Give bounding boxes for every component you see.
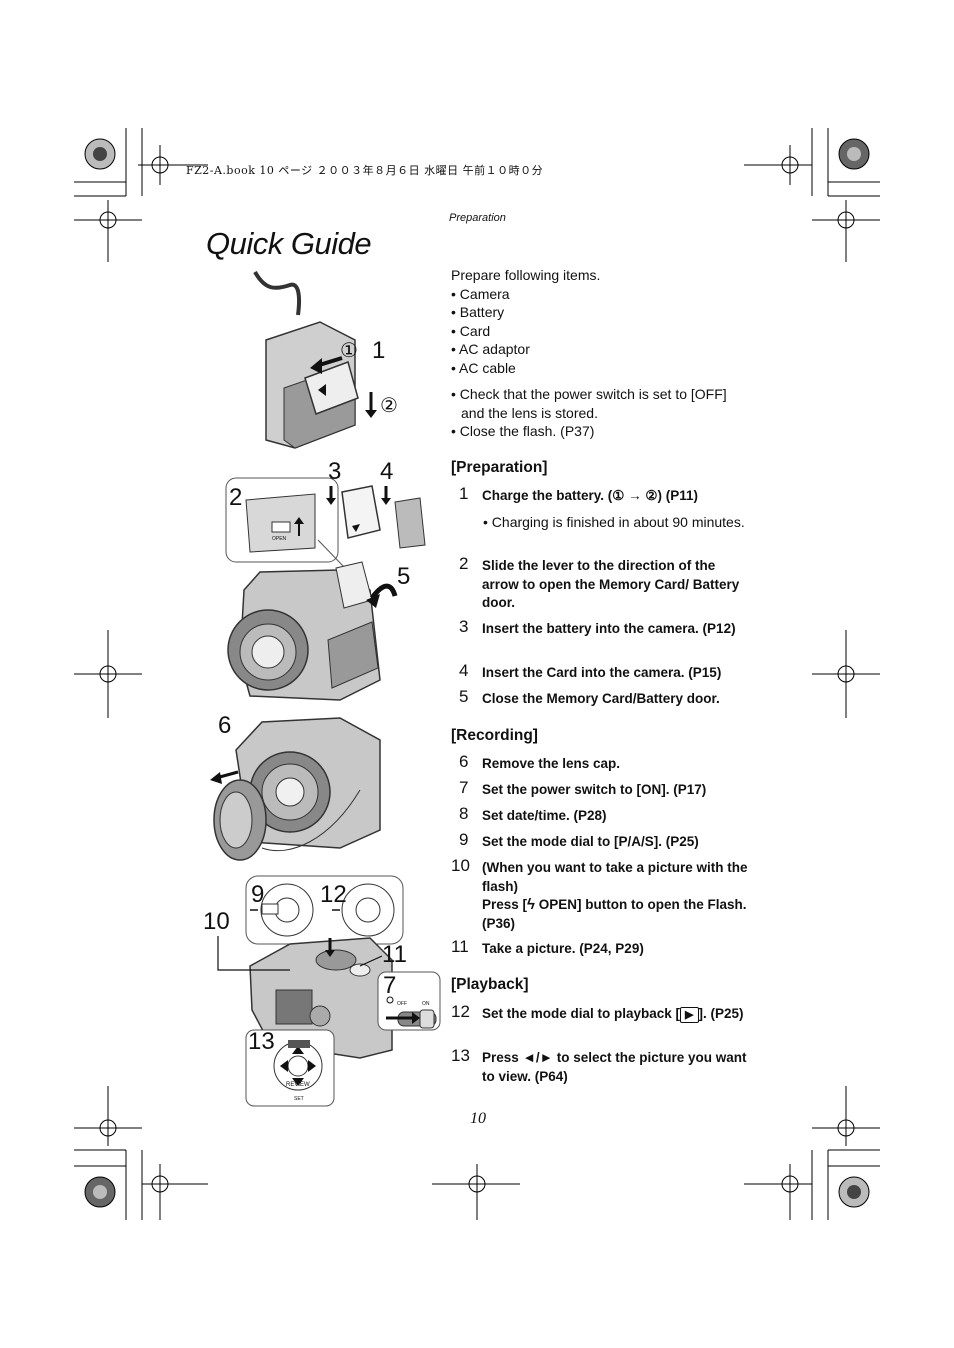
registration-mark-bl xyxy=(142,1164,208,1220)
label-12: 12 xyxy=(320,881,347,908)
label-9: 9 xyxy=(251,881,265,908)
step-number: 2 xyxy=(459,554,469,573)
page-title: Quick Guide xyxy=(206,226,372,261)
step-number: 11 xyxy=(451,937,469,956)
camera-top-illustration xyxy=(227,561,398,701)
label-5: 5 xyxy=(397,563,411,590)
step-number: 4 xyxy=(459,661,469,680)
label-6: 6 xyxy=(218,712,232,739)
on-label: ON xyxy=(422,1001,430,1007)
label-2: 2 xyxy=(229,484,243,511)
list-item: Card xyxy=(451,322,751,341)
list-item: Battery xyxy=(451,303,751,322)
page-number: 10 xyxy=(470,1110,486,1127)
step-number: 10 xyxy=(451,856,470,875)
step-text: Set the power switch to [ON]. (P17) xyxy=(482,782,707,797)
step-number: 5 xyxy=(459,687,469,706)
target-tr xyxy=(838,138,870,170)
step-number: 13 xyxy=(451,1046,470,1065)
step-text: Press ◄/► to select the picture you want… xyxy=(482,1050,747,1084)
print-header: FZ2-A.book 10 ページ ２００３年８月６日 水曜日 午前１０時０分 xyxy=(186,164,544,177)
camera-rear-illustration xyxy=(217,936,393,1059)
registration-mark-r1 xyxy=(812,200,880,262)
power-switch-inset xyxy=(377,971,441,1031)
charger-illustration xyxy=(253,270,377,449)
step-text: Set the mode dial to [P/A/S]. (P25) xyxy=(482,834,699,849)
registration-mark-bc xyxy=(432,1164,520,1220)
step-number: 6 xyxy=(459,752,469,771)
step-number: 3 xyxy=(459,617,469,636)
recording-heading: [Recording] xyxy=(451,727,538,744)
label-10: 10 xyxy=(203,908,230,935)
playback-icon: ▶ xyxy=(680,1007,699,1023)
registration-mark-r3 xyxy=(812,1086,880,1146)
step-number: 9 xyxy=(459,830,469,849)
target-br xyxy=(838,1176,870,1208)
list-item: Close the flash. (P37) xyxy=(451,422,751,441)
target-bl xyxy=(84,1176,116,1208)
preparation-heading: [Preparation] xyxy=(451,459,548,476)
registration-mark-r2 xyxy=(812,630,880,718)
step-text: Close the Memory Card/Battery door. xyxy=(482,691,720,706)
registration-mark-l3 xyxy=(74,1086,142,1146)
door-inset-illustration xyxy=(225,477,346,569)
target-tl xyxy=(84,138,116,170)
label-11: 11 xyxy=(382,941,407,968)
registration-mark-tr xyxy=(744,145,812,185)
step-text: Insert the battery into the camera. (P12… xyxy=(482,621,736,636)
mode-dial-insets xyxy=(245,875,404,945)
registration-mark-br xyxy=(744,1164,812,1220)
battery-card-illustration xyxy=(326,485,426,549)
step-text: Charge the battery. (① → ②) (P11) xyxy=(482,488,698,503)
step-text-part: Set the mode dial to playback [ xyxy=(482,1006,681,1021)
step-text: Insert the Card into the camera. (P15) xyxy=(482,665,722,680)
charging-note: • Charging is finished in about 90 minut… xyxy=(483,514,745,530)
label-circled-1: ① xyxy=(340,340,358,362)
step-number: 7 xyxy=(459,778,469,797)
checks-list: Check that the power switch is set to [O… xyxy=(451,385,751,441)
list-item: Camera xyxy=(451,285,751,304)
step-text: (When you want to take a picture with th… xyxy=(482,859,754,933)
step-text-part: (When you want to take a picture with th… xyxy=(482,860,748,894)
items-list: Camera Battery Card AC adaptor AC cable xyxy=(451,285,751,378)
cross-key-inset xyxy=(245,1029,335,1107)
list-item: AC cable xyxy=(451,359,751,378)
review-label: REVIEW xyxy=(286,1082,310,1088)
label-4: 4 xyxy=(380,458,394,485)
camera-lens-cap-illustration xyxy=(210,717,381,861)
list-item: AC adaptor xyxy=(451,340,751,359)
label-13: 13 xyxy=(248,1028,275,1055)
step-text: Set date/time. (P28) xyxy=(482,808,607,823)
intro-lead: Prepare following items. xyxy=(451,267,601,283)
set-label: SET xyxy=(294,1096,304,1102)
playback-heading: [Playback] xyxy=(451,976,529,993)
step-text-part: Press [ xyxy=(482,897,528,912)
label-circled-2: ② xyxy=(380,395,398,417)
flash-icon: ϟ xyxy=(527,896,535,913)
step-text: Slide the lever to the direction of the … xyxy=(482,558,740,610)
registration-mark-tl xyxy=(138,145,208,185)
registration-mark-l2 xyxy=(74,630,142,718)
label-3: 3 xyxy=(328,458,342,485)
step-text: Take a picture. (P24, P29) xyxy=(482,941,644,956)
registration-mark-l1 xyxy=(74,200,142,262)
step-text-part: OPEN] button to open the Flash. (P36) xyxy=(482,897,747,931)
step-text: Set the mode dial to playback [▶]. (P25) xyxy=(482,1005,754,1024)
open-label: OPEN xyxy=(272,536,287,542)
intro-block: Prepare following items. Camera Battery … xyxy=(451,266,751,441)
note-text: Charging is finished in about 90 minutes… xyxy=(491,514,745,530)
list-item: Check that the power switch is set to [O… xyxy=(451,385,751,422)
step-text: Remove the lens cap. xyxy=(482,756,621,771)
section-label: Preparation xyxy=(449,212,506,224)
label-1: 1 xyxy=(372,337,386,364)
label-7: 7 xyxy=(383,972,397,999)
off-label: OFF xyxy=(397,1001,407,1007)
step-number: 8 xyxy=(459,804,469,823)
step-number: 1 xyxy=(459,484,469,503)
step-text-part: ]. (P25) xyxy=(698,1006,744,1021)
step-number: 12 xyxy=(451,1002,470,1021)
